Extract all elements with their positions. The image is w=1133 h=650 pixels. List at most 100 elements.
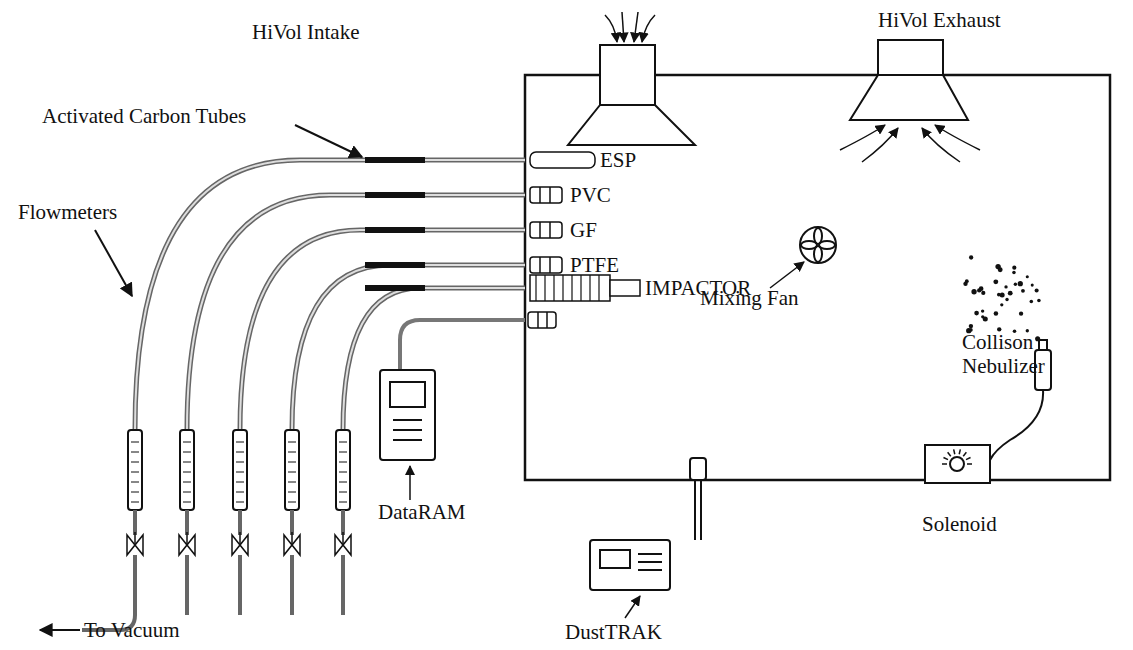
stroke bbox=[131, 452, 139, 453]
droplet bbox=[1004, 285, 1007, 288]
tube bbox=[133, 510, 137, 535]
tube bbox=[290, 510, 294, 535]
stroke bbox=[339, 482, 347, 483]
droplet bbox=[979, 286, 984, 291]
stroke bbox=[967, 463, 972, 465]
stroke bbox=[183, 502, 191, 503]
tube bbox=[238, 555, 242, 615]
flowmeter bbox=[233, 430, 247, 510]
stroke bbox=[959, 449, 960, 454]
stroke bbox=[131, 492, 139, 493]
hivol-exhaust bbox=[850, 40, 968, 120]
stroke bbox=[239, 532, 241, 545]
stroke bbox=[288, 472, 296, 473]
stroke bbox=[236, 462, 244, 463]
droplet bbox=[1026, 275, 1029, 278]
tube bbox=[187, 195, 525, 430]
tube-core bbox=[187, 195, 525, 430]
stroke bbox=[535, 275, 536, 301]
label: Flowmeters bbox=[18, 200, 117, 224]
label: GF bbox=[570, 218, 597, 242]
stroke bbox=[183, 482, 191, 483]
tube bbox=[135, 160, 525, 430]
nebulizer-spray bbox=[963, 255, 1040, 341]
label: Mixing Fan bbox=[700, 286, 799, 310]
stroke bbox=[339, 502, 347, 503]
fan-leader bbox=[770, 262, 804, 288]
tube bbox=[292, 265, 525, 430]
dusttrak-device bbox=[590, 458, 706, 590]
stroke bbox=[954, 449, 955, 454]
stroke bbox=[948, 452, 951, 456]
droplet bbox=[1018, 281, 1023, 286]
stroke bbox=[186, 532, 188, 545]
droplet bbox=[1012, 271, 1016, 275]
dataram-device bbox=[380, 320, 525, 460]
droplet bbox=[983, 317, 988, 322]
stroke bbox=[183, 452, 191, 453]
stroke bbox=[236, 442, 244, 443]
label: To Vacuum bbox=[84, 618, 180, 642]
stroke bbox=[288, 442, 296, 443]
droplet bbox=[1005, 298, 1008, 301]
droplet bbox=[1012, 266, 1016, 270]
stroke bbox=[183, 492, 191, 493]
droplet bbox=[998, 267, 1003, 272]
tube-core bbox=[135, 160, 525, 430]
stroke bbox=[131, 442, 139, 443]
label: PTFE bbox=[570, 253, 619, 277]
droplet bbox=[969, 324, 973, 328]
droplet bbox=[994, 311, 999, 316]
label: DataRAM bbox=[378, 500, 466, 524]
solenoid-rays bbox=[942, 449, 972, 464]
droplet bbox=[963, 282, 967, 286]
carbon-tube bbox=[365, 157, 425, 163]
tube-core bbox=[292, 265, 525, 430]
flowmeter-leader bbox=[95, 230, 132, 296]
stroke bbox=[288, 452, 296, 453]
stroke bbox=[589, 275, 590, 301]
stroke bbox=[339, 462, 347, 463]
droplet bbox=[974, 311, 979, 316]
dataram-leader bbox=[409, 466, 411, 500]
solenoid bbox=[925, 445, 990, 483]
samplers bbox=[528, 152, 640, 328]
tube bbox=[185, 555, 189, 615]
droplet bbox=[1019, 312, 1023, 316]
label: HiVol Intake bbox=[252, 20, 360, 44]
stroke bbox=[553, 275, 554, 301]
stroke bbox=[339, 472, 347, 473]
tube bbox=[290, 555, 294, 615]
stroke bbox=[571, 275, 572, 301]
mixing-fan bbox=[800, 227, 836, 263]
droplet bbox=[1030, 300, 1034, 304]
droplet bbox=[981, 309, 984, 312]
stroke bbox=[183, 462, 191, 463]
stroke bbox=[131, 472, 139, 473]
tube bbox=[341, 510, 345, 535]
stroke bbox=[291, 532, 293, 545]
droplet bbox=[1035, 289, 1039, 293]
droplet bbox=[1021, 289, 1025, 293]
tube bbox=[238, 510, 242, 535]
sample-tubes bbox=[82, 160, 525, 630]
vacuum-arrow bbox=[40, 629, 80, 631]
stroke bbox=[183, 442, 191, 443]
stroke bbox=[236, 502, 244, 503]
stroke bbox=[288, 492, 296, 493]
stroke bbox=[963, 452, 966, 456]
stroke bbox=[236, 492, 244, 493]
stroke bbox=[342, 532, 344, 545]
carbon-tube bbox=[365, 192, 425, 198]
flowmeter bbox=[285, 430, 299, 510]
exhaust-arrows bbox=[840, 125, 980, 162]
stroke bbox=[966, 457, 971, 459]
droplet bbox=[971, 289, 976, 294]
stroke bbox=[288, 502, 296, 503]
flowmeter bbox=[180, 430, 194, 510]
droplet bbox=[981, 291, 985, 295]
stroke bbox=[544, 275, 545, 301]
stroke bbox=[339, 452, 347, 453]
label: Solenoid bbox=[922, 512, 997, 536]
